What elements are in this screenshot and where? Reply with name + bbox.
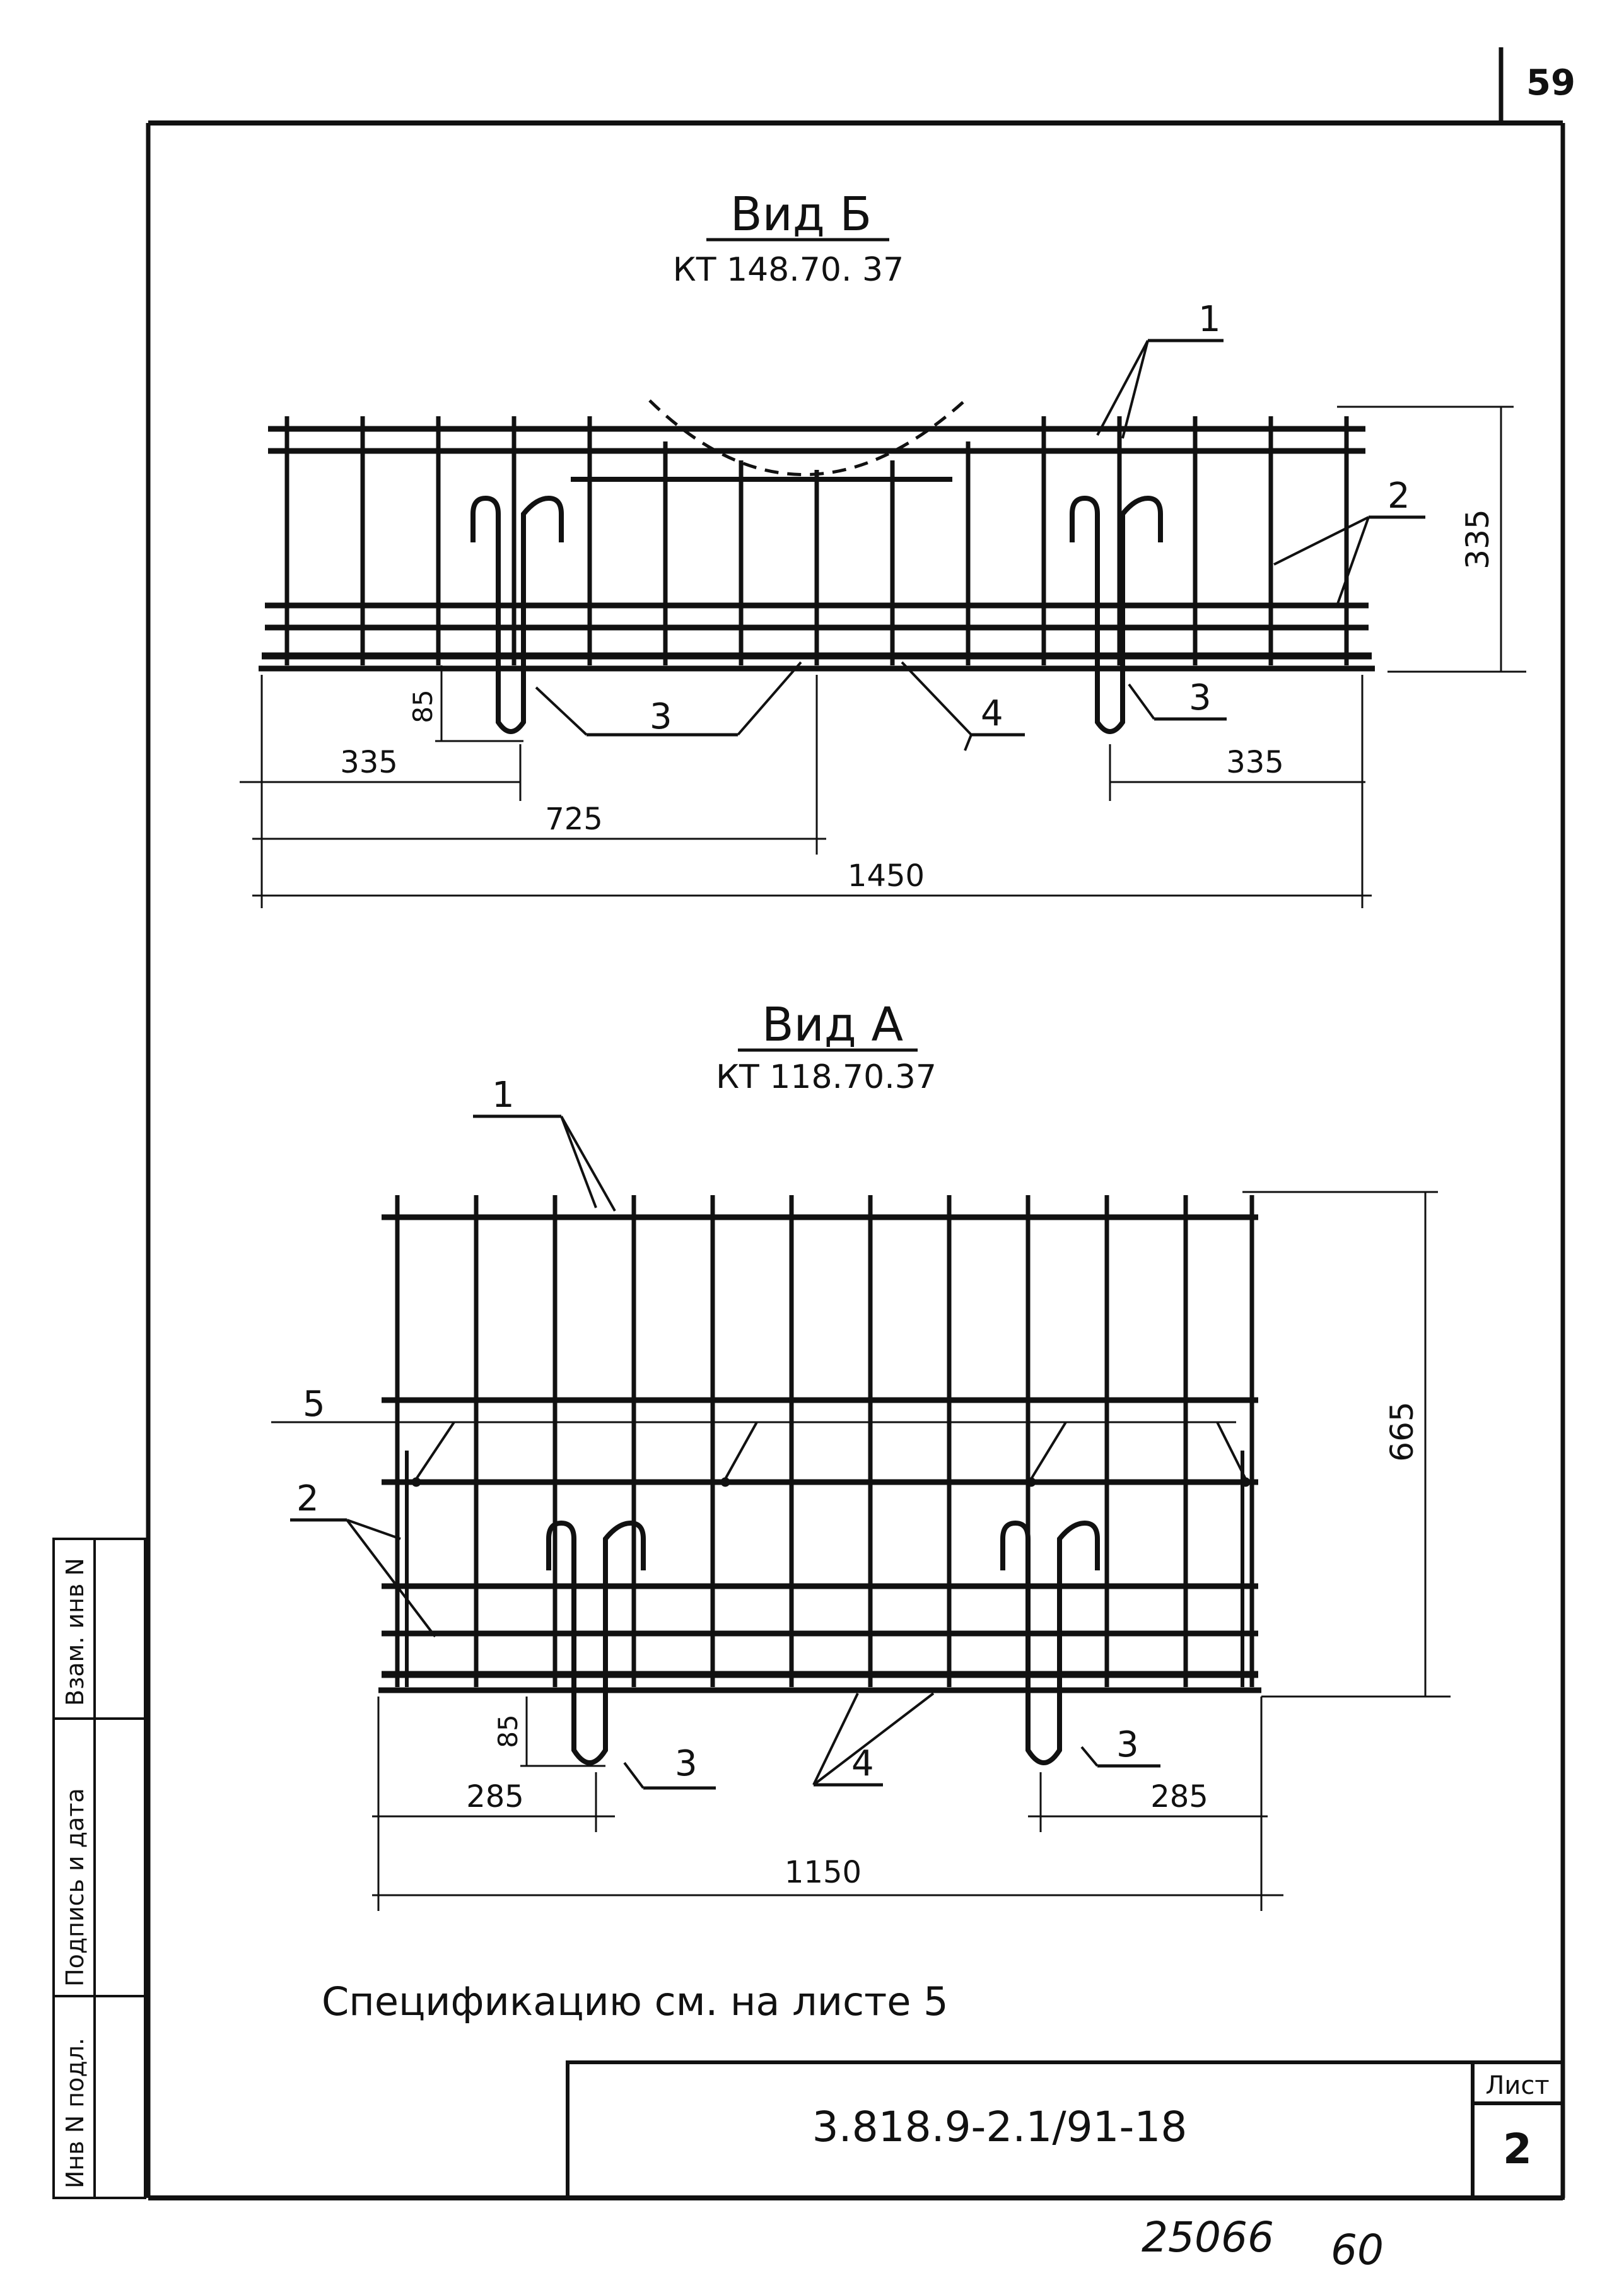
- view-a-dim-hook: 85: [493, 1714, 523, 1748]
- title-block: [566, 2060, 1565, 2200]
- side-stamp-sign-date: Подпись и дата: [61, 1788, 89, 1987]
- view-b-leader-3a: 3: [650, 696, 672, 737]
- view-b-dim-height: 335: [1459, 509, 1496, 569]
- view-a-leader-5: 5: [303, 1384, 325, 1425]
- view-b-mesh: [240, 339, 1526, 908]
- view-a-dim-right: 285: [1150, 1779, 1208, 1814]
- view-a-title: Вид А: [762, 998, 904, 1052]
- view-b-dim-hook: 85: [407, 689, 438, 723]
- view-b-leader-2: 2: [1387, 476, 1410, 517]
- view-b-leader-1: 1: [1198, 299, 1221, 340]
- sheet-number-top: 59: [1526, 62, 1575, 103]
- view-b-leader-4: 4: [981, 693, 1003, 734]
- title-block-doc-code: 3.818.9-2.1/91-18: [812, 2103, 1188, 2151]
- footer-page-number: 60: [1331, 2226, 1384, 2274]
- side-stamp-inv-orig: Инв N подл.: [61, 2038, 89, 2188]
- view-b-dim-left: 335: [340, 745, 398, 780]
- side-stamp: [52, 1538, 146, 2199]
- view-a-leader-2: 2: [296, 1478, 319, 1519]
- view-a-dim-total: 1150: [785, 1855, 862, 1890]
- view-b-dim-total: 1450: [848, 858, 925, 894]
- view-b-dim-half: 725: [545, 802, 603, 837]
- view-a-mark: КТ 118.70.37: [716, 1058, 937, 1096]
- footer-archive-number: 25066: [1142, 2213, 1274, 2262]
- view-a-dim-left: 285: [466, 1779, 524, 1814]
- view-a-dim-height: 665: [1384, 1401, 1420, 1461]
- view-b-leader-3b: 3: [1189, 677, 1212, 718]
- view-a-leader-1: 1: [492, 1075, 515, 1116]
- spec-note: Спецификацию см. на листе 5: [322, 1978, 949, 2024]
- view-b-title: Вид Б: [730, 187, 872, 242]
- title-block-sheet-label: Лист: [1485, 2071, 1549, 2100]
- view-a-mesh: [271, 1114, 1451, 1911]
- view-a-leader-3b: 3: [1116, 1724, 1139, 1765]
- side-stamp-inv-repl: Взам. инв N: [61, 1558, 89, 1706]
- title-block-sheet-number: 2: [1503, 2125, 1532, 2173]
- view-b-dim-right: 335: [1226, 745, 1284, 780]
- view-a-leader-3a: 3: [675, 1743, 698, 1784]
- view-a-leader-4: 4: [851, 1743, 874, 1784]
- view-b-mark: КТ 148.70. 37: [673, 251, 904, 289]
